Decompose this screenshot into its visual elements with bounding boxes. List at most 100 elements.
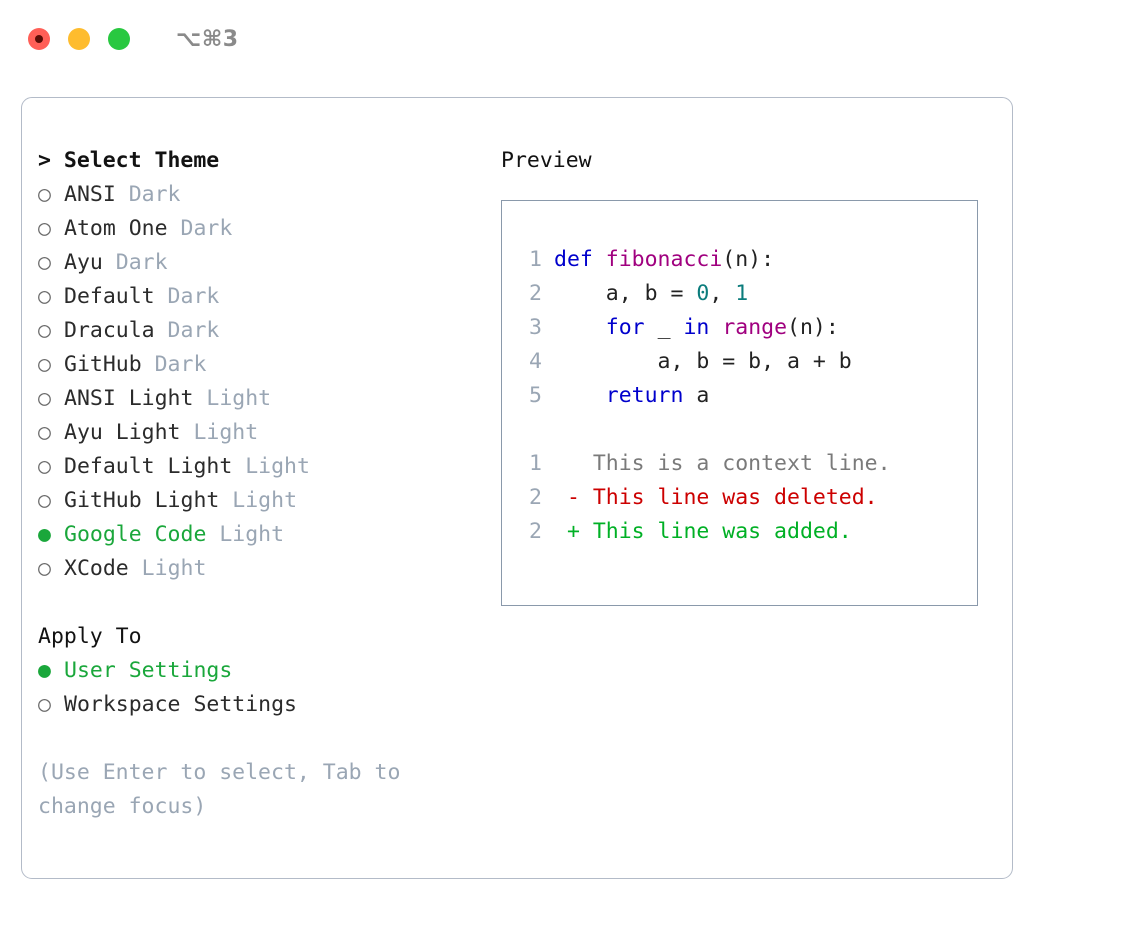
theme-item-label: Ayu Light [64,420,181,445]
theme-item-label: Google Code [64,522,207,547]
diff-line-add: + This line was added. [554,519,852,544]
theme-item-label: Default [64,284,155,309]
code-token-num: 1 [735,281,749,306]
diff-line-ctx: This is a context line. [554,451,891,476]
theme-item-variant-tag: Light [206,522,285,547]
radio-unselected-icon[interactable]: ○ [38,556,51,581]
theme-list-item[interactable]: ○Default Light Light [38,450,490,484]
code-token-pl [709,315,722,340]
theme-item-variant-tag: Light [128,556,207,581]
radio-unselected-icon[interactable]: ○ [38,318,51,343]
theme-item-variant-tag: Light [219,488,298,513]
theme-list-item[interactable]: ○ GitHub Dark [38,348,490,382]
select-theme-header: > Select Theme [38,148,220,173]
line-number: 2 [529,519,542,544]
theme-list[interactable]: ○ ANSI Dark ○ Atom One Dark ○ Ayu Dark ○ Defaul… [38,178,490,586]
apply-to-section: Apply To ● User Settings ○ Workspace Settin… [38,620,490,722]
code-token-pl: a [683,383,710,408]
line-number: 2 [529,485,542,510]
theme-item-label: GitHub Light [64,488,220,513]
diff-line-del: - This line was deleted. [554,485,878,510]
code-token-fn: fibonacci [605,247,723,272]
radio-unselected-icon[interactable]: ○ [38,692,51,717]
keyboard-shortcut-label: ⌥⌘3 [176,26,239,52]
theme-list-item[interactable]: ○ Ayu Light Light [38,416,490,450]
theme-item-label: GitHub [64,352,142,377]
apply-to-option[interactable]: ○ Workspace Settings [38,688,490,722]
theme-list-item[interactable]: ○ Default Dark [38,280,490,314]
theme-item-label: ANSI [64,182,116,207]
apply-to-option-label: User Settings [64,658,233,683]
theme-list-item[interactable]: ○ ANSI Dark [38,178,490,212]
theme-item-label: Default Light [64,454,233,479]
radio-selected-icon[interactable]: ● [38,522,51,547]
radio-unselected-icon[interactable]: ○ [38,386,51,411]
code-line: 2 a, b = 0, 1 [516,277,977,311]
theme-list-item[interactable]: ○ ANSI Light Light [38,382,490,416]
theme-item-variant-tag: Dark [141,352,207,377]
close-window-button[interactable] [28,28,50,50]
code-token-pl: (n): [722,247,775,272]
radio-unselected-icon[interactable]: ○ [38,488,51,513]
line-number: 5 [529,383,542,408]
diff-line: 2 + This line was added. [516,515,977,549]
theme-item-label: XCode [64,556,129,581]
theme-list-item[interactable]: ○ Ayu Dark [38,246,490,280]
code-token-pl [554,383,606,408]
radio-unselected-icon[interactable]: ○ [38,454,51,479]
radio-unselected-icon[interactable]: ○ [38,420,51,445]
radio-unselected-icon[interactable]: ○ [38,250,51,275]
theme-item-label: Dracula [64,318,155,343]
code-token-kw: return [605,383,684,408]
theme-item-variant-tag: Dark [102,250,168,275]
radio-unselected-icon[interactable]: ○ [38,182,51,207]
preview-column: Preview 1 def fibonacci(n): 2 a, b = 0, 1 3… [501,144,1001,606]
radio-unselected-icon[interactable]: ○ [38,352,51,377]
titlebar: ⌥⌘3 [0,0,1140,78]
minimize-window-button[interactable] [68,28,90,50]
code-token-pl: a, b = b, a + b [554,349,852,374]
code-token-kw: for [605,315,645,340]
theme-item-label: Ayu [64,250,103,275]
main-panel: > Select Theme ○ANSI Dark○Atom One Dark○… [21,97,1013,879]
code-line: 5 return a [516,379,977,413]
code-token-pl [554,315,606,340]
apply-to-option[interactable]: ● User Settings [38,654,490,688]
line-number: 1 [529,247,542,272]
apply-to-list[interactable]: ● User Settings ○ Workspace Settings [38,654,490,722]
code-token-kw: def [554,247,606,272]
theme-list-item[interactable]: ○ Dracula Dark [38,314,490,348]
radio-unselected-icon[interactable]: ○ [38,284,51,309]
line-number: 3 [529,315,542,340]
preview-title: Preview [501,148,592,173]
apply-to-title: Apply To [38,624,142,649]
theme-list-item[interactable]: ○ GitHub Light Light [38,484,490,518]
theme-item-label: ANSI Light [64,386,194,411]
line-number: 1 [529,451,542,476]
maximize-window-button[interactable] [108,28,130,50]
apply-to-option-label: Workspace Settings [64,692,297,717]
traffic-lights [28,28,130,50]
line-number: 4 [529,349,542,374]
theme-list-item[interactable]: ○Atom One Dark [38,212,490,246]
theme-item-variant-tag: Dark [154,318,220,343]
code-token-pl: a, b = [554,281,697,306]
line-number: 2 [529,281,542,306]
code-token-fn: range [722,315,788,340]
code-token-pl: , [709,281,736,306]
theme-list-item[interactable]: ● Google Code Light [38,518,490,552]
theme-item-variant-tag: Dark [115,182,181,207]
theme-item-variant-tag: Light [193,386,272,411]
theme-item-label: Atom One [64,216,168,241]
theme-list-item[interactable]: ○ XCode Light [38,552,490,586]
radio-selected-icon[interactable]: ● [38,658,51,683]
theme-item-variant-tag: Dark [154,284,220,309]
theme-item-variant-tag: Light [180,420,259,445]
diff-line: 1 This is a context line. [516,447,977,481]
radio-unselected-icon[interactable]: ○ [38,216,51,241]
code-line: 1 def fibonacci(n): [516,243,977,277]
diff-sample: 1 This is a context line. 2 - This line w… [516,447,977,549]
